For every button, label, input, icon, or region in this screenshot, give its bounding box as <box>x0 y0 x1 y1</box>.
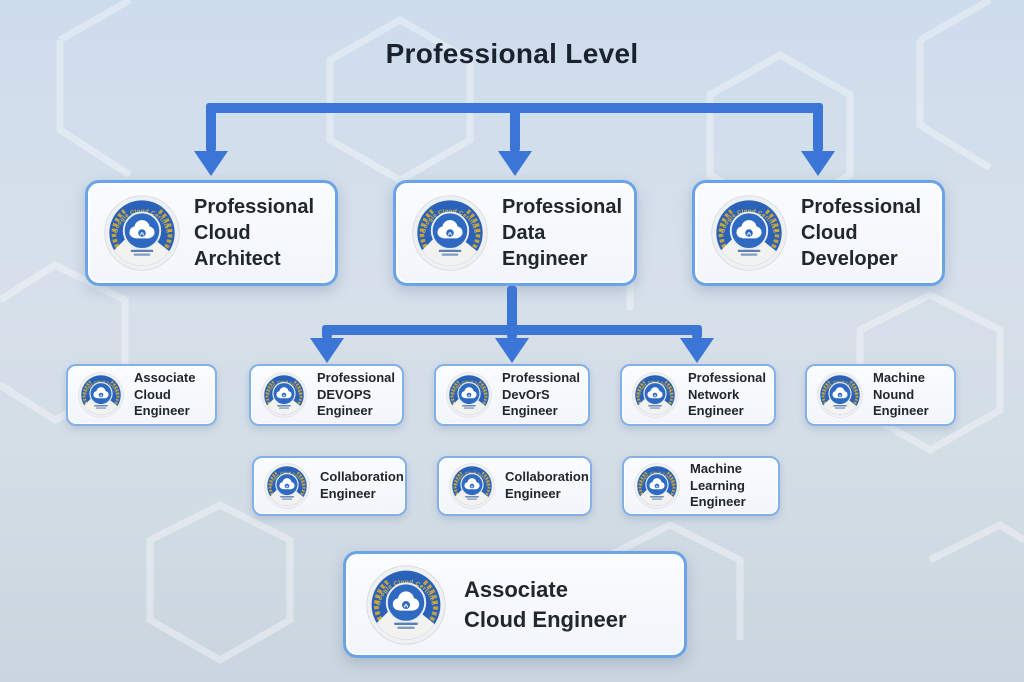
certification-badge: Google Cloud Certified <box>632 372 678 418</box>
certification-badge: Google Cloud Certified <box>104 195 180 271</box>
certification-badge: Google Cloud Certified <box>264 463 310 509</box>
cert-label-line2: Engineer <box>690 494 746 510</box>
connector-middle-stem-right <box>692 325 702 339</box>
connector-middle-stem-top <box>507 286 517 330</box>
cert-label-line2: Network Engineer <box>688 386 744 419</box>
cert-label: Machine Nound Engineer <box>873 370 954 421</box>
cert-label-line1: Professional <box>688 369 767 385</box>
cloud-icon <box>437 220 463 239</box>
certification-badge-icon: Google Cloud Certified <box>264 463 310 509</box>
cert-label-line2: Nound Engineer <box>873 386 929 419</box>
cloud-icon <box>464 478 480 490</box>
cert-label-line1: Machine <box>873 369 926 385</box>
arrow-down-icon <box>194 151 228 176</box>
connector-top-stem-center <box>510 103 520 152</box>
arrow-down-icon <box>801 151 835 176</box>
cert-label: Associate Cloud Engineer <box>134 370 215 421</box>
arrow-down-icon <box>498 151 532 176</box>
connector-middle-stem-center <box>507 325 517 339</box>
cert-label-line1: Professional <box>801 196 922 218</box>
cert-box-associate-cloud-engineer: Google Cloud Certified Associate Cloud E… <box>343 551 687 658</box>
cloud-icon <box>392 590 420 611</box>
certification-badge: Google Cloud Certified <box>634 463 680 509</box>
cert-label: Professional Network Engineer <box>688 370 774 421</box>
cert-label: Professional DEVOPS Engineer <box>317 370 402 421</box>
cert-label-line1: Associate <box>464 576 568 602</box>
cloud-icon <box>461 387 477 399</box>
cert-label-line1: Professional <box>317 369 396 385</box>
cert-box-machine-nound-engineer: Google Cloud Certified Machine Nound Eng… <box>805 364 956 426</box>
cert-label: Professional DevOrS Engineer <box>502 370 588 421</box>
certification-badge-icon: Google Cloud Certified <box>78 372 124 418</box>
cert-label-line1: Associate <box>134 369 196 385</box>
certification-badge-icon: Google Cloud Certified <box>711 195 787 271</box>
cert-label-line2: Engineer <box>320 486 376 501</box>
cert-label: Collaboration Engineer <box>320 469 404 503</box>
page-title: Professional Level <box>385 38 639 69</box>
cert-box-associate-cloud-engineer-small: Google Cloud Certified Associate Cloud E… <box>66 364 217 426</box>
cloud-icon <box>647 387 663 399</box>
cert-label: Associate Cloud Engineer <box>464 575 627 634</box>
certification-badge-icon: Google Cloud Certified <box>412 195 488 271</box>
cert-label: Professional Data Engineer <box>502 194 634 272</box>
cert-box-professional-devops-engineer: Google Cloud Certified Professional DEVO… <box>249 364 404 426</box>
cert-box-professional-devors-engineer: Google Cloud Certified Professional DevO… <box>434 364 590 426</box>
cert-box-collaboration-engineer-1: Google Cloud Certified Collaboration Eng… <box>252 456 407 516</box>
certification-badge-icon: Google Cloud Certified <box>104 195 180 271</box>
cert-label: Professional Cloud Architect <box>194 194 335 272</box>
arrow-down-icon <box>310 338 344 363</box>
cert-box-professional-data-engineer: Google Cloud Certified Professional Data… <box>393 180 637 286</box>
certification-badge-icon: Google Cloud Certified <box>366 564 446 645</box>
certification-badge: Google Cloud Certified <box>261 372 307 418</box>
cert-label-line2: DevOrS Engineer <box>502 386 558 419</box>
cert-label-line1: Collaboration <box>505 469 589 485</box>
cert-label: Professional Cloud Developer <box>801 194 942 272</box>
cloud-icon <box>129 220 155 239</box>
cert-label-line1: Collaboration <box>320 469 404 485</box>
certification-badge-icon: Google Cloud Certified <box>817 372 863 418</box>
connector-top-stem-left <box>206 103 216 152</box>
cloud-icon <box>736 220 762 239</box>
cert-box-professional-cloud-developer: Google Cloud Certified Professional Clou… <box>692 180 945 286</box>
certification-badge-icon: Google Cloud Certified <box>449 463 495 509</box>
cloud-icon <box>279 478 295 490</box>
cert-box-collaboration-engineer-2: Google Cloud Certified Collaboration Eng… <box>437 456 592 516</box>
certification-badge-icon: Google Cloud Certified <box>261 372 307 418</box>
cert-box-professional-network-engineer: Google Cloud Certified Professional Netw… <box>620 364 776 426</box>
connector-top-stem-right <box>813 103 823 152</box>
certification-badge-icon: Google Cloud Certified <box>634 463 680 509</box>
cloud-icon <box>832 387 848 399</box>
cloud-icon <box>276 387 292 399</box>
cert-label-line2: Data Engineer <box>502 222 588 270</box>
cert-label: Collaboration Engineer <box>505 469 589 503</box>
certification-badge: Google Cloud Certified <box>446 372 492 418</box>
cert-label-line1: Machine Learning <box>690 460 745 493</box>
connector-middle-stem-left <box>322 325 332 339</box>
certification-badge: Google Cloud Certified <box>449 463 495 509</box>
cloud-icon <box>93 387 109 399</box>
cert-label-line1: Professional <box>502 369 581 385</box>
certification-badge: Google Cloud Certified <box>817 372 863 418</box>
cert-box-machine-learning-engineer: Google Cloud Certified Machine Learning … <box>622 456 780 516</box>
arrow-down-icon <box>680 338 714 363</box>
cloud-icon <box>649 478 665 490</box>
cert-label-line2: DEVOPS Engineer <box>317 386 373 419</box>
cert-label-line2: Engineer <box>505 486 561 501</box>
cert-box-professional-cloud-architect: Google Cloud Certified Professional Clou… <box>85 180 338 286</box>
arrow-down-icon <box>495 338 529 363</box>
cert-label-line1: Professional <box>194 196 315 218</box>
certification-badge-icon: Google Cloud Certified <box>632 372 678 418</box>
cert-label-line2: Cloud Architect <box>194 222 281 270</box>
cert-label-line2: Cloud Developer <box>801 222 898 270</box>
certification-badge: Google Cloud Certified <box>412 195 488 271</box>
certification-badge-icon: Google Cloud Certified <box>446 372 492 418</box>
cert-label-line1: Professional <box>502 196 623 218</box>
cert-label-line2: Cloud Engineer <box>134 386 190 419</box>
cert-label-line2: Cloud Engineer <box>464 606 627 632</box>
certification-badge: Google Cloud Certified <box>366 564 446 645</box>
certification-badge: Google Cloud Certified <box>711 195 787 271</box>
cert-label: Machine Learning Engineer <box>690 461 778 512</box>
certification-badge: Google Cloud Certified <box>78 372 124 418</box>
